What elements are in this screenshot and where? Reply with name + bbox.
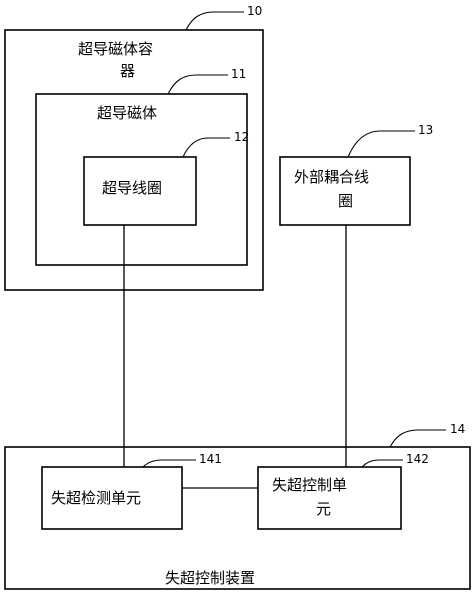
magnet-ref: 11 bbox=[231, 67, 246, 81]
detect-unit-label: 失超检测单元 bbox=[51, 489, 141, 507]
container-leader-line bbox=[185, 11, 244, 31]
coil-ref: 12 bbox=[234, 130, 249, 144]
control-unit-label-line1: 失超控制单 bbox=[272, 476, 347, 494]
control-unit-label-line2: 元 bbox=[316, 500, 331, 518]
quench-device-label: 失超控制装置 bbox=[165, 569, 255, 587]
container-label-line1: 超导磁体容 bbox=[78, 40, 153, 58]
quench-device-leader-line bbox=[389, 429, 446, 448]
control-unit-ref: 142 bbox=[406, 452, 429, 466]
container-box bbox=[4, 29, 264, 291]
external-coil-label-line1: 外部耦合线 bbox=[294, 168, 369, 186]
quench-device-ref: 14 bbox=[450, 422, 465, 436]
detect-unit-box bbox=[41, 466, 183, 530]
container-label-line2: 器 bbox=[120, 62, 135, 80]
container-ref: 10 bbox=[247, 4, 262, 18]
coil-box bbox=[83, 156, 197, 226]
magnet-leader-line bbox=[167, 74, 228, 95]
external-coil-box bbox=[279, 156, 411, 226]
magnet-label: 超导磁体 bbox=[97, 104, 157, 122]
magnet-box bbox=[35, 93, 248, 266]
control-unit-leader-line bbox=[361, 459, 403, 468]
coil-label: 超导线圈 bbox=[102, 179, 162, 197]
detect-unit-ref: 141 bbox=[199, 452, 222, 466]
quench-device-box bbox=[4, 446, 471, 590]
coil-leader-line bbox=[182, 137, 230, 158]
external-coil-ref: 13 bbox=[418, 123, 433, 137]
detect-unit-leader-line bbox=[142, 459, 196, 468]
control-unit-box bbox=[257, 466, 402, 530]
external-coil-leader-line bbox=[347, 130, 415, 158]
external-coil-label-line2: 圈 bbox=[338, 192, 353, 210]
